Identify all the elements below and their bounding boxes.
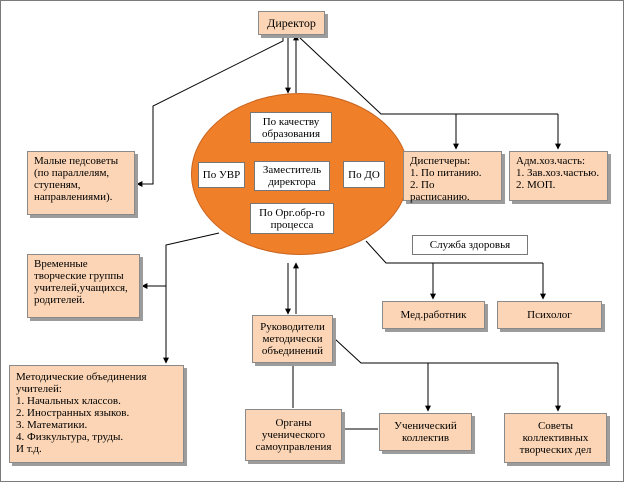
method-associations-box: Методические объединения учителей: 1. На… [9, 365, 184, 463]
method-associations-line-2: учителей: [16, 383, 62, 395]
temp-groups-box: Временные творческие группы учителей,уча… [27, 254, 140, 318]
self-gov-line-1: Органы [275, 417, 312, 429]
method-associations-line-4: 2. Иностранных языков. [16, 407, 130, 419]
admin-line-3: 2. МОП. [516, 179, 556, 191]
small-councils-line-1: Малые педсоветы [34, 155, 119, 167]
line-director-right [298, 36, 558, 115]
self-gov-line-3: самоуправления [255, 441, 332, 453]
deputy-box: Заместитель директора [254, 161, 330, 191]
quality-line-2: образования [261, 127, 321, 140]
method-associations-line-3: 1. Начальных классов. [16, 395, 121, 407]
do-label: По ДО [348, 168, 380, 181]
councils-line-1: Советы [537, 420, 574, 432]
student-self-gov-box: Органы ученического самоуправления [245, 409, 342, 461]
creative-councils-box: Советы коллективных творческих дел [504, 413, 607, 463]
director-box: Директор [258, 11, 325, 35]
method-heads-line-2: методически [262, 333, 323, 345]
temp-groups-line-1: Временные [34, 258, 88, 270]
method-associations-line-7: И т.д. [16, 443, 42, 455]
small-councils-line-4: направлениями). [34, 191, 113, 203]
uvr-box: По УВР [198, 162, 245, 188]
org-line-1: По Орг.обр-го [259, 206, 325, 219]
org-box: По Орг.обр-го процесса [250, 203, 334, 234]
line-to-health [365, 240, 543, 264]
deputy-line-2: директора [268, 176, 316, 188]
collective-line-1: Ученический [394, 420, 457, 432]
psychologist-box: Психолог [497, 301, 602, 329]
med-worker-box: Мед.работник [382, 301, 485, 329]
method-heads-line-3: объединений [261, 345, 324, 357]
health-service-box: Служба здоровья [412, 235, 528, 255]
deputy-line-1: Заместитель [262, 164, 322, 176]
dispatchers-line-3: 2. По расписанию. [410, 179, 470, 203]
director-label: Директор [267, 16, 316, 30]
admin-line-2: 1. Зав.хоз.частью. [516, 167, 600, 179]
small-councils-line-2: (по параллелям, [34, 167, 110, 179]
med-worker-label: Мед.работник [400, 309, 467, 321]
uvr-label: По УВР [202, 169, 241, 181]
method-associations-line-1: Методические объединения [16, 371, 147, 383]
arrow-to-method-associations [163, 232, 220, 364]
quality-line-1: По качеству [262, 115, 320, 128]
admin-box: Адм.хоз.часть: 1. Зав.хоз.частью. 2. МОП… [509, 151, 608, 201]
dispatchers-box: Диспетчеры: 1. По питанию. 2. По расписа… [403, 151, 502, 203]
health-service-label: Служба здоровья [429, 239, 511, 251]
temp-groups-line-4: родителей. [34, 294, 85, 306]
small-councils-line-3: ступеням, [34, 179, 81, 191]
admin-line-1: Адм.хоз.часть: [516, 155, 586, 167]
small-councils-box: Малые педсоветы (по параллелям, ступеням… [27, 151, 135, 215]
method-heads-line-1: Руководители [260, 321, 325, 333]
arrow-to-small-councils [136, 35, 284, 187]
quality-box: По качеству образования [250, 112, 332, 143]
method-heads-box: Руководители методически объединений [252, 315, 333, 363]
self-gov-line-2: ученического [261, 429, 326, 441]
temp-groups-line-3: учителей,учащихся, [34, 282, 128, 294]
psychologist-label: Психолог [527, 309, 572, 321]
org-line-2: процесса [270, 218, 314, 231]
line-heads-right [334, 338, 558, 364]
councils-line-2: коллективных [522, 432, 589, 444]
do-box: По ДО [343, 161, 385, 188]
dispatchers-line-2: 1. По питанию. [410, 167, 482, 179]
student-collective-box: Ученический коллектив [379, 413, 472, 451]
collective-line-2: коллектив [401, 432, 450, 444]
councils-line-3: творческих дел [519, 444, 592, 456]
dispatchers-line-1: Диспетчеры: [410, 155, 471, 167]
method-associations-line-6: 4. Физкультура, труды. [16, 431, 124, 443]
method-associations-line-5: 3. Математики. [16, 419, 88, 431]
temp-groups-line-2: творческие группы [34, 270, 124, 282]
